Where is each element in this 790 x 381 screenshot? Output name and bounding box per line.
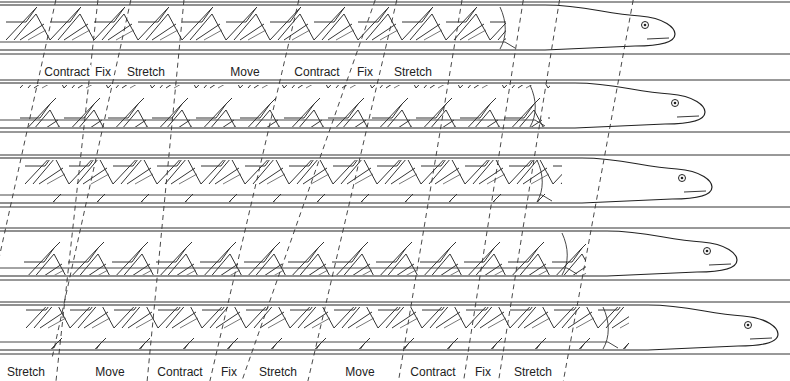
phase-label: Move [344, 365, 375, 379]
eye [679, 175, 686, 182]
pupil [674, 102, 677, 105]
phase-label: Contract [156, 365, 203, 379]
phase-label: Fix [220, 365, 238, 379]
ground-line [0, 280, 790, 281]
rib-end [530, 85, 535, 127]
belly-line [0, 268, 577, 274]
phase-label: Stretch [258, 365, 298, 379]
rib-pattern [25, 160, 562, 202]
ground-line [0, 2, 790, 3]
phase-label: Stretch [6, 365, 46, 379]
pupil [747, 324, 750, 327]
snake [0, 155, 790, 207]
snake-body [0, 305, 778, 350]
ground-line [0, 354, 790, 355]
pupil [681, 177, 684, 180]
phase-label: Move [229, 65, 260, 79]
phase-line [464, 0, 524, 381]
phase-line [0, 0, 56, 358]
snake [0, 2, 790, 54]
phase-line [242, 0, 375, 381]
ground-line [0, 207, 790, 208]
belly-line [0, 342, 618, 348]
phase-line [399, 0, 463, 381]
phase-line [52, 0, 131, 358]
phase-label: Move [94, 365, 125, 379]
phase-label: Contract [293, 65, 340, 79]
mouth [750, 338, 772, 339]
ground-line [0, 132, 790, 133]
rib-end [603, 307, 608, 349]
phase-label: Contract [43, 65, 90, 79]
phase-line [563, 0, 633, 381]
rib-pattern [6, 7, 506, 49]
mouth [647, 38, 669, 39]
eye [704, 248, 711, 255]
phase-line [210, 0, 299, 381]
ground-line [0, 302, 790, 303]
phase-label: Fix [356, 65, 374, 79]
ground-line [0, 228, 790, 229]
snake-body [0, 83, 705, 128]
eye [672, 100, 679, 107]
phase-label: Stretch [126, 65, 166, 79]
rib-pattern [26, 307, 629, 349]
rib-end [562, 233, 567, 275]
phase-label: Fix [94, 65, 112, 79]
snake [0, 302, 790, 354]
rib-end [500, 7, 505, 49]
phase-line [308, 0, 397, 381]
snake-body [0, 231, 737, 276]
ground-line [0, 155, 790, 156]
belly-line [0, 42, 515, 48]
phase-line [147, 0, 184, 381]
snake-body [0, 5, 675, 50]
phase-label: Stretch [393, 65, 433, 79]
mouth [709, 264, 731, 265]
phase-line [56, 0, 98, 381]
phase-label: Stretch [513, 365, 553, 379]
rib-pattern [24, 233, 586, 275]
phase-label: Fix [474, 365, 492, 379]
snake [0, 80, 790, 132]
mouth [677, 116, 699, 117]
rib-pattern [20, 85, 550, 127]
belly-line [0, 195, 552, 201]
mouth [684, 191, 706, 192]
ground-line [0, 80, 790, 81]
eye [642, 22, 649, 29]
phase-line [499, 0, 560, 381]
pupil [706, 250, 709, 253]
belly-line [0, 120, 545, 126]
phase-lines [0, 0, 633, 381]
eye [745, 322, 752, 329]
rib-end [537, 160, 542, 202]
snake [0, 228, 790, 280]
phase-label: Contract [409, 365, 456, 379]
snake-body [0, 158, 712, 203]
pupil [644, 24, 647, 27]
